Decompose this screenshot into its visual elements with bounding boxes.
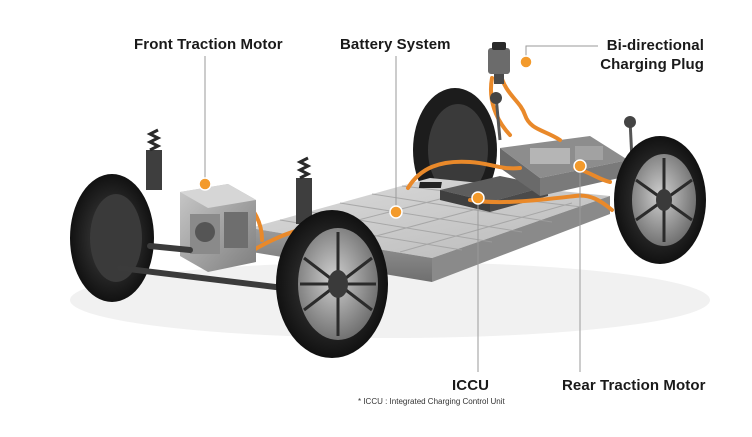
label-rear-traction-motor: Rear Traction Motor	[562, 377, 706, 394]
front-right-wheel	[276, 210, 388, 358]
label-iccu: ICCU	[452, 377, 490, 394]
front-left-wheel	[70, 174, 154, 302]
rear-left-wheel	[413, 88, 497, 212]
marker-iccu	[471, 191, 485, 205]
front-suspension	[146, 128, 312, 224]
leader-lines	[204, 45, 598, 372]
label-charging-line2: Charging Plug	[600, 56, 704, 73]
label-charging-line1: Bi-directional	[606, 37, 704, 54]
footnote-iccu: * ICCU : Integrated Charging Control Uni…	[358, 397, 505, 406]
marker-dots	[198, 55, 587, 219]
front-motor	[180, 184, 256, 272]
label-front-traction-motor: Front Traction Motor	[134, 36, 283, 53]
marker-battery	[389, 205, 403, 219]
marker-charging-plug	[519, 55, 533, 69]
front-subframe	[117, 243, 303, 293]
label-charging-plug: Bi-directional Charging Plug	[600, 36, 704, 74]
label-battery-system: Battery System	[340, 36, 451, 53]
rear-right-wheel	[614, 136, 706, 264]
marker-front-motor	[198, 177, 212, 191]
rear-drive-unit	[500, 136, 628, 196]
marker-rear-motor	[573, 159, 587, 173]
charging-plug	[488, 42, 510, 84]
